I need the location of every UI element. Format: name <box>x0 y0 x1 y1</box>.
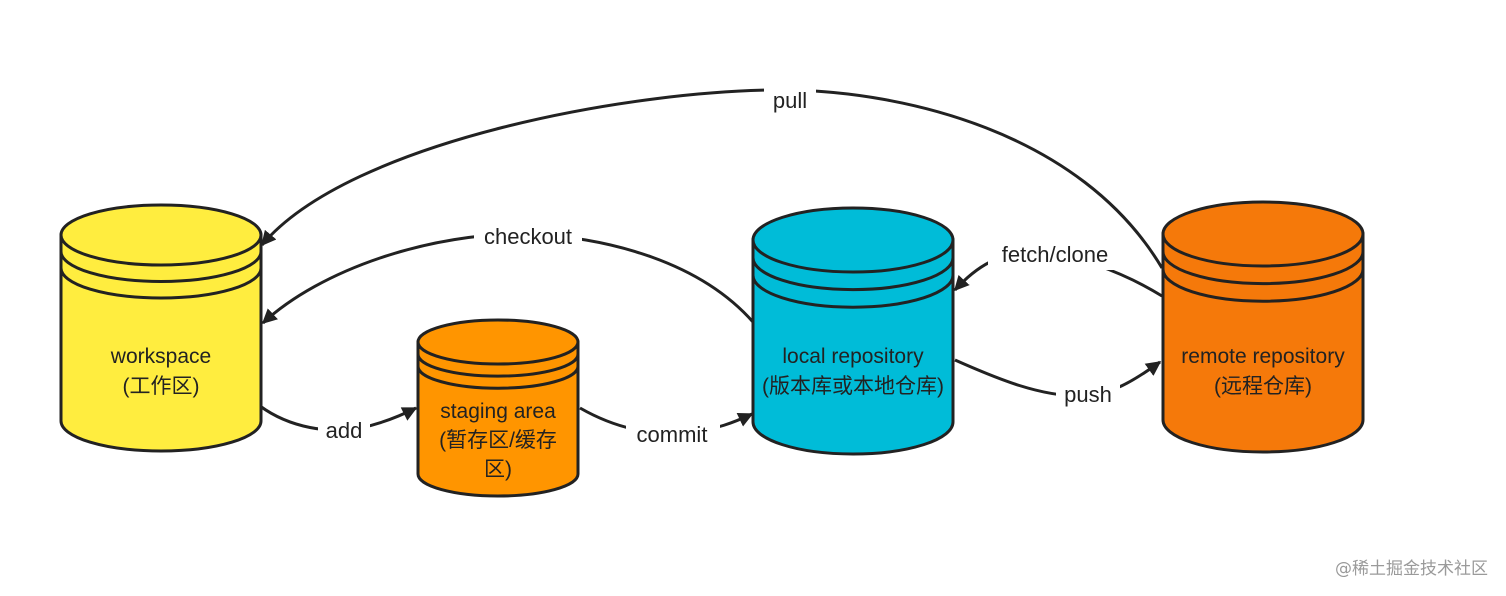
cylinder-staging-body <box>416 340 580 498</box>
cylinder-workspace-top <box>59 203 263 267</box>
cylinder-remote-top <box>1161 200 1365 268</box>
cylinder-local-ring <box>751 257 955 292</box>
cylinder-workspace-body <box>59 233 263 453</box>
fetch-clone-label: fetch/clone <box>1002 242 1108 267</box>
cylinder-workspace-ring <box>59 251 263 283</box>
cylinder-local: local repository (版本库或本地仓库) <box>751 206 955 456</box>
cylinder-local-top <box>751 206 955 274</box>
cylinder-remote-label: (远程仓库) <box>1214 375 1312 398</box>
cylinder-workspace-label: workspace <box>110 345 211 368</box>
cylinder-remote-body <box>1161 232 1365 454</box>
cylinder-local-ring <box>751 275 955 309</box>
cylinder-remote-label: remote repository <box>1181 345 1345 368</box>
cylinder-remote: remote repository (远程仓库) <box>1161 200 1365 454</box>
cylinder-staging-ring <box>416 353 580 378</box>
cylinder-workspace-label: (工作区) <box>123 375 200 398</box>
cylinder-workspace-ring <box>59 267 263 300</box>
cylinder-workspace: workspace (工作区) <box>59 203 263 453</box>
checkout-label: checkout <box>484 224 572 249</box>
watermark: @稀土掘金技术社区 <box>1335 559 1488 579</box>
cylinder-staging-label: (暂存区/缓存 <box>439 429 557 452</box>
cylinder-staging-label: staging area <box>440 400 556 423</box>
cylinder-staging-top <box>416 318 580 366</box>
cylinder-local-body <box>751 238 955 456</box>
add-label: add <box>326 418 363 443</box>
pull-label: pull <box>773 88 807 113</box>
cylinder-staging-label: 区) <box>484 458 512 481</box>
cylinder-staging: staging area (暂存区/缓存区) <box>416 318 580 498</box>
cylinder-staging-ring <box>416 366 580 390</box>
cylinder-remote-ring <box>1161 269 1365 303</box>
cylinder-remote-ring <box>1161 251 1365 286</box>
cylinder-local-label: (版本库或本地仓库) <box>762 375 944 398</box>
push-label: push <box>1064 382 1112 407</box>
cylinder-local-label: local repository <box>782 345 924 368</box>
commit-label: commit <box>637 422 708 447</box>
